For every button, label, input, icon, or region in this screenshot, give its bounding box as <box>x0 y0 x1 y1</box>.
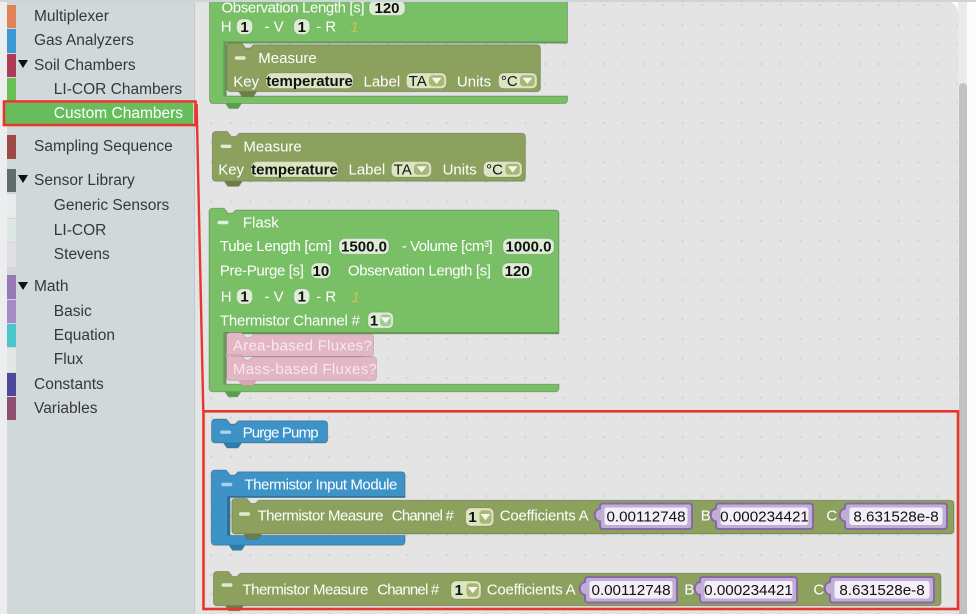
svg-text:0.00112748: 0.00112748 <box>591 582 670 599</box>
svg-text:Coefficients A: Coefficients A <box>487 582 576 599</box>
svg-text:Coefficients A: Coefficients A <box>500 508 589 525</box>
svg-text:0.000234421: 0.000234421 <box>704 582 793 599</box>
svg-text:C: C <box>813 582 824 599</box>
svg-text:Units: Units <box>443 162 477 179</box>
svg-text:- V: - V <box>265 289 284 306</box>
svg-text:Thermistor Input Module: Thermistor Input Module <box>244 477 397 494</box>
svg-text:120: 120 <box>374 0 399 17</box>
svg-text:Tube Length [cm]: Tube Length [cm] <box>220 238 332 255</box>
svg-text:1: 1 <box>240 289 248 306</box>
svg-text:1500.0: 1500.0 <box>341 239 387 256</box>
svg-text:Channel #: Channel # <box>377 582 440 599</box>
svg-text:120: 120 <box>505 263 530 280</box>
svg-text:1000.0: 1000.0 <box>506 239 552 256</box>
svg-text:1: 1 <box>455 582 463 599</box>
svg-text:Pre-Purge [s]: Pre-Purge [s] <box>220 263 304 280</box>
svg-text:10: 10 <box>313 263 330 280</box>
svg-text:Area-based Fluxes?: Area-based Fluxes? <box>233 338 372 355</box>
svg-text:1: 1 <box>298 289 306 306</box>
svg-text:1: 1 <box>351 19 359 36</box>
svg-text:Units: Units <box>457 73 491 90</box>
svg-text:TA: TA <box>409 73 427 90</box>
svg-text:Thermistor Measure: Thermistor Measure <box>258 508 384 525</box>
svg-text:8.631528e-8: 8.631528e-8 <box>839 582 924 599</box>
svg-text:1: 1 <box>240 19 248 36</box>
svg-text:°C: °C <box>486 161 503 178</box>
svg-text:0.00112748: 0.00112748 <box>606 508 685 525</box>
svg-text:C: C <box>826 508 837 525</box>
svg-text:- Volume [cm³]: - Volume [cm³] <box>402 238 493 255</box>
svg-text:B: B <box>684 582 694 599</box>
svg-text:1: 1 <box>352 289 360 306</box>
svg-text:temperature: temperature <box>251 161 338 178</box>
svg-text:Key: Key <box>233 73 259 90</box>
svg-text:Label: Label <box>364 73 401 90</box>
svg-text:Measure: Measure <box>243 139 301 156</box>
svg-text:- R: - R <box>316 289 336 306</box>
svg-text:Observation Length [s]: Observation Length [s] <box>348 263 491 280</box>
svg-text:0.000234421: 0.000234421 <box>720 508 809 525</box>
svg-text:- R: - R <box>316 19 336 36</box>
svg-text:Mass-based Fluxes?: Mass-based Fluxes? <box>233 361 377 378</box>
svg-text:- V: - V <box>265 19 284 36</box>
svg-text:temperature: temperature <box>266 73 353 90</box>
svg-text:B: B <box>701 508 711 525</box>
svg-text:Purge Pump: Purge Pump <box>243 424 319 441</box>
svg-text:Thermistor Channel #: Thermistor Channel # <box>220 313 361 330</box>
svg-text:Channel #: Channel # <box>392 508 455 525</box>
svg-text:1: 1 <box>468 509 476 526</box>
svg-text:Label: Label <box>349 162 386 179</box>
svg-text:1: 1 <box>370 313 378 330</box>
svg-text:8.631528e-8: 8.631528e-8 <box>853 508 938 525</box>
svg-text:1: 1 <box>298 19 306 36</box>
svg-text:H: H <box>221 289 232 306</box>
svg-text:°C: °C <box>501 73 518 90</box>
svg-text:TA: TA <box>394 161 412 178</box>
svg-text:Observation Length [s]: Observation Length [s] <box>222 0 365 16</box>
svg-text:H: H <box>221 19 232 36</box>
svg-text:Thermistor Measure: Thermistor Measure <box>242 582 368 599</box>
svg-text:Key: Key <box>218 162 244 179</box>
svg-text:Measure: Measure <box>258 50 316 67</box>
svg-text:Flask: Flask <box>243 215 279 232</box>
